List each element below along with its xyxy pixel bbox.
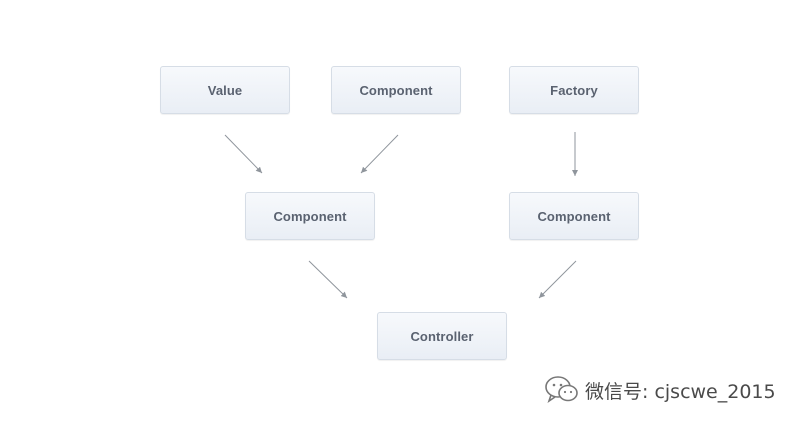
watermark: 微信号: cjscwe_2015 xyxy=(543,374,776,406)
node-component-top-label: Component xyxy=(359,82,433,98)
arrow-value-to-component xyxy=(224,134,263,174)
node-component-mid-left-label: Component xyxy=(273,208,347,224)
arrow-component-to-component xyxy=(360,134,399,174)
node-component-top: Component xyxy=(331,66,461,114)
node-factory-label: Factory xyxy=(550,82,598,98)
node-factory: Factory xyxy=(509,66,639,114)
node-value: Value xyxy=(160,66,290,114)
node-component-mid-left: Component xyxy=(245,192,375,240)
watermark-text: 微信号: cjscwe_2015 xyxy=(585,380,776,403)
node-controller: Controller xyxy=(377,312,507,360)
arrow-component-left-to-controller xyxy=(308,260,348,299)
node-component-mid-right: Component xyxy=(509,192,639,240)
arrow-component-right-to-controller xyxy=(538,260,577,299)
node-controller-label: Controller xyxy=(410,328,474,344)
wechat-icon xyxy=(545,376,578,403)
node-value-label: Value xyxy=(207,82,243,98)
node-component-mid-right-label: Component xyxy=(537,208,611,224)
